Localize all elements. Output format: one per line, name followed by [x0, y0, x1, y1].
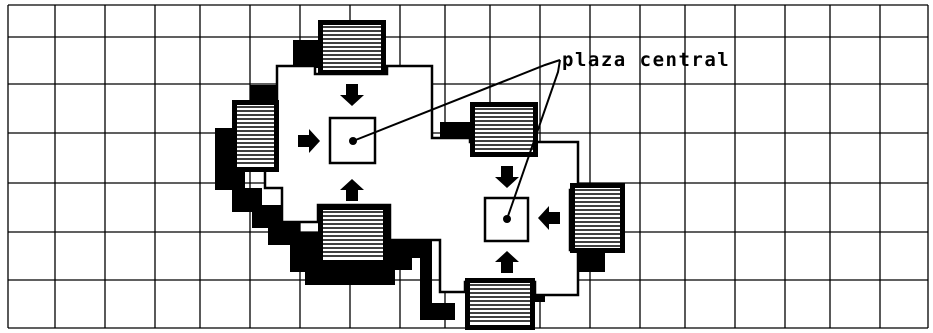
building-block-right	[570, 183, 625, 253]
building-block-bottom	[465, 278, 535, 330]
shadow-left-block	[215, 85, 455, 320]
building-block-left	[232, 100, 279, 172]
arrow-up-to-left-plaza	[340, 179, 364, 201]
arrow-left-to-right-plaza	[538, 206, 560, 230]
callout-line-left	[352, 59, 561, 142]
shadow-top-block	[293, 40, 318, 68]
arrow-right-to-left-plaza	[298, 129, 320, 153]
building-block-bottom-left	[318, 205, 388, 265]
building-block-middle	[470, 102, 538, 157]
arrow-down-to-right-plaza	[495, 166, 519, 188]
building-blocks	[232, 20, 625, 330]
callout-lines	[352, 59, 561, 220]
arrow-up-to-right-plaza	[495, 251, 519, 273]
plazas	[328, 116, 530, 243]
block-fill	[470, 283, 530, 325]
callout-line-right	[506, 59, 561, 220]
access-arrows	[298, 84, 560, 273]
arrow-down-to-left-plaza	[340, 84, 364, 106]
building-block-top	[318, 20, 386, 75]
plaza-central-label: plaza central	[562, 49, 730, 71]
shadow-right-block	[578, 250, 605, 272]
